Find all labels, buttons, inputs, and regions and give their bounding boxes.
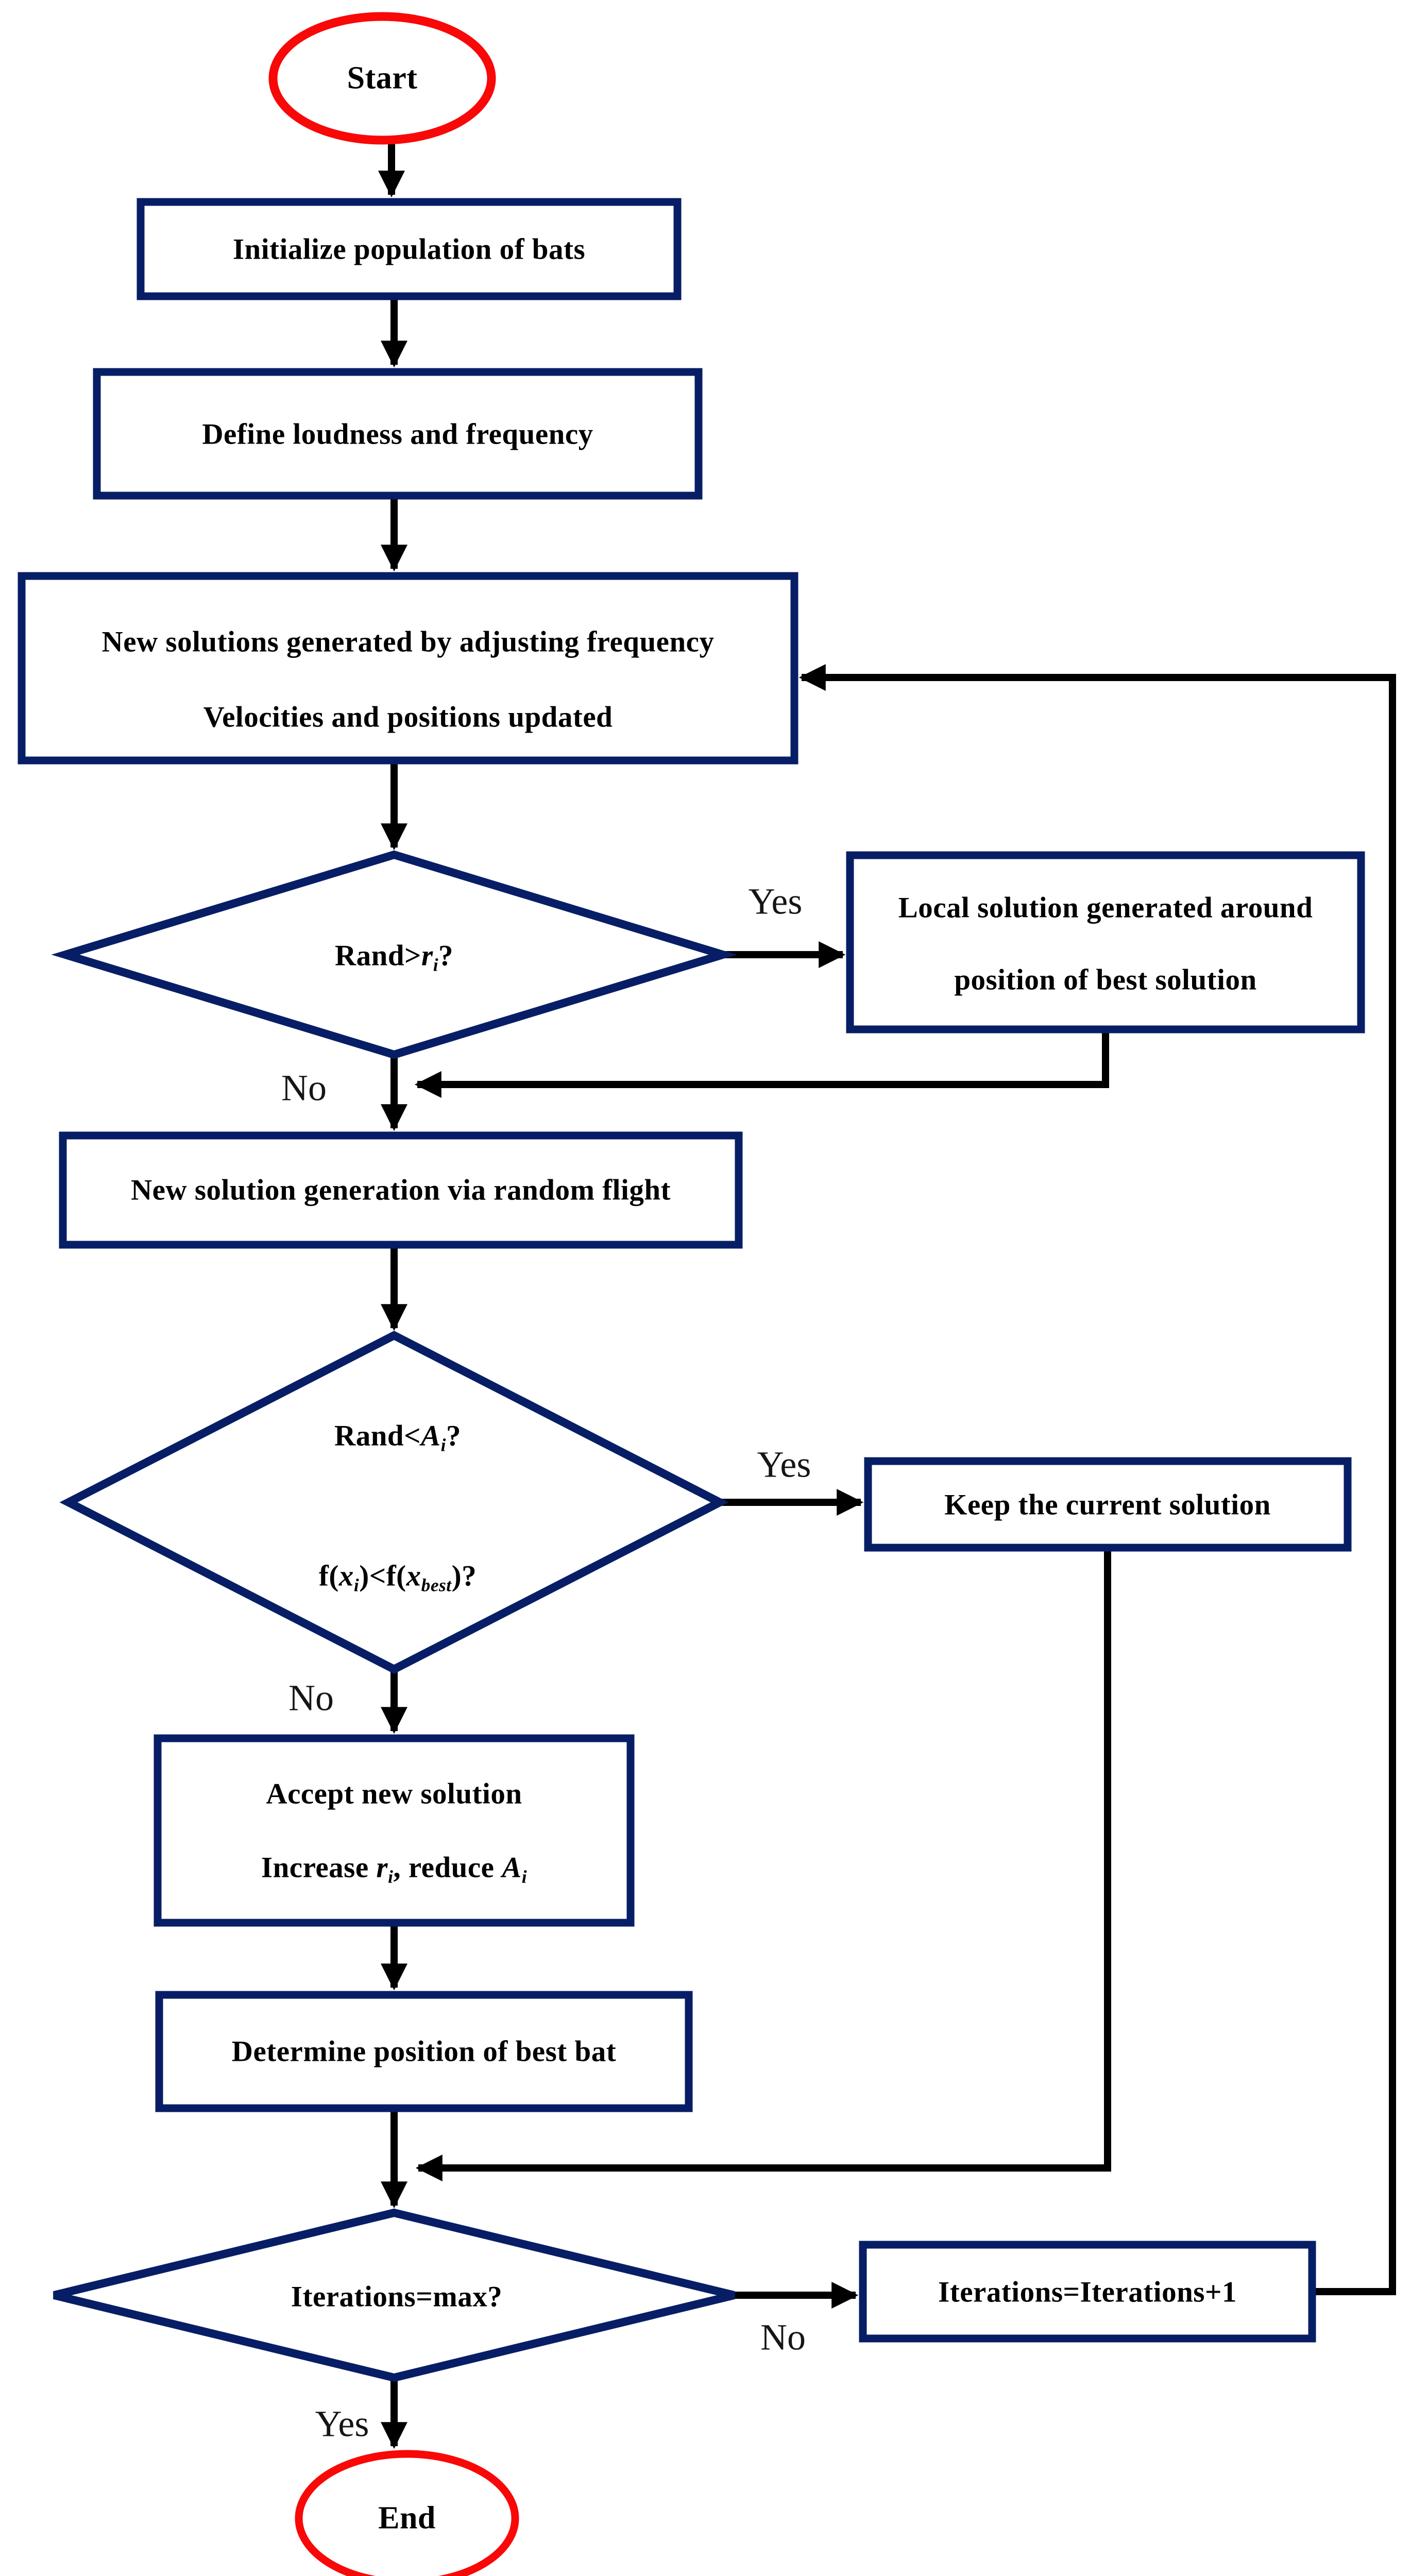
- local-label-line2: position of best solution: [954, 963, 1257, 996]
- define-label: Define loudness and frequency: [202, 418, 593, 451]
- rand-r-label: Rand>ri?: [334, 939, 454, 975]
- iter-check-label: Iterations=max?: [291, 2280, 503, 2313]
- edge-local-return: [414, 1029, 1109, 1098]
- edge-label-yes-1: Yes: [748, 880, 803, 922]
- local-label-line1: Local solution generated around: [898, 891, 1313, 924]
- edge-keep-return: [415, 1548, 1111, 2181]
- rand-a-label-line1: Rand<Ai?: [334, 1419, 461, 1455]
- keep-label: Keep the current solution: [944, 1488, 1271, 1521]
- iter-check-diamond-shape: [53, 2208, 735, 2382]
- edge-label-no-1: No: [281, 1067, 327, 1109]
- init-label: Initialize population of bats: [232, 233, 586, 266]
- define-box-shape: [93, 368, 703, 500]
- edge-label-yes-2: Yes: [757, 1444, 811, 1485]
- accept-box-shape: [154, 1734, 635, 1927]
- random-flight-label: New solution generation via random fligh…: [130, 1174, 671, 1207]
- iter-inc-box-shape: [859, 2241, 1316, 2343]
- end-terminal-shape: [295, 2450, 519, 2576]
- adjust-label-line1: New solutions generated by adjusting fre…: [101, 625, 715, 658]
- rand-a-diamond-shape: [59, 1331, 729, 1674]
- determine-box-shape: [155, 1991, 693, 2112]
- random-flight-box-shape: [59, 1131, 743, 1249]
- iter-inc-label: Iterations=Iterations+1: [938, 2276, 1237, 2309]
- keep-box-shape: [864, 1457, 1352, 1552]
- init-box-shape: [137, 198, 682, 300]
- end-label: End: [378, 2500, 436, 2536]
- adjust-box-shape: [18, 572, 798, 765]
- adjust-label-line2: Velocities and positions updated: [203, 701, 613, 734]
- accept-label-line2: Increase ri, reduce Ai: [261, 1851, 528, 1887]
- rand-a-label-line2: f(xi)<f(xbest)?: [318, 1560, 477, 1596]
- edge-label-no-2: No: [288, 1677, 334, 1719]
- edge-label-yes-3: Yes: [315, 2403, 369, 2445]
- edge-label-no-3: No: [760, 2316, 806, 2358]
- start-terminal-shape: [268, 12, 496, 145]
- determine-label: Determine position of best bat: [231, 2035, 617, 2068]
- rand-r-diamond-shape: [51, 850, 737, 1059]
- accept-label-line1: Accept new solution: [266, 1777, 522, 1810]
- start-label: Start: [347, 60, 418, 96]
- local-box-shape: [846, 851, 1365, 1033]
- edge-iter-inc-feedback-to-adjust: [798, 664, 1396, 2295]
